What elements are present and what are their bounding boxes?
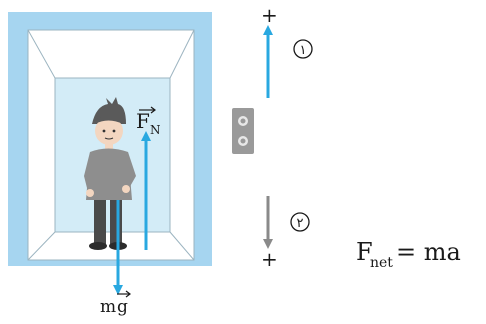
plus-sign-top: +: [261, 3, 278, 27]
normal-force-label: F N: [136, 106, 161, 137]
equation-f: F: [356, 238, 373, 266]
plus-sign-bottom: +: [261, 247, 278, 271]
weight-mass-symbol: m: [100, 297, 116, 317]
newton-equation: F net = ma: [356, 238, 461, 271]
perspective-line: [169, 29, 195, 79]
equation-subscript: net: [370, 255, 393, 271]
normal-force-subscript: N: [150, 123, 161, 137]
perspective-line: [27, 29, 56, 79]
elevator-button-panel-icon: [232, 108, 254, 154]
perspective-line: [27, 231, 56, 261]
weight-g-symbol: g: [117, 297, 128, 317]
case-1-number: ١: [300, 43, 307, 58]
normal-force-symbol: F: [136, 109, 150, 133]
equation-rhs: = ma: [396, 238, 461, 266]
weight-label: m g: [100, 290, 131, 317]
perspective-line: [169, 231, 195, 261]
boy-standing-icon: [84, 97, 136, 250]
case-2-number: ٢: [297, 216, 304, 231]
case-2-circle: [290, 212, 310, 232]
elevator-interior-outline: [27, 29, 195, 261]
case-1-circle: [293, 39, 313, 59]
